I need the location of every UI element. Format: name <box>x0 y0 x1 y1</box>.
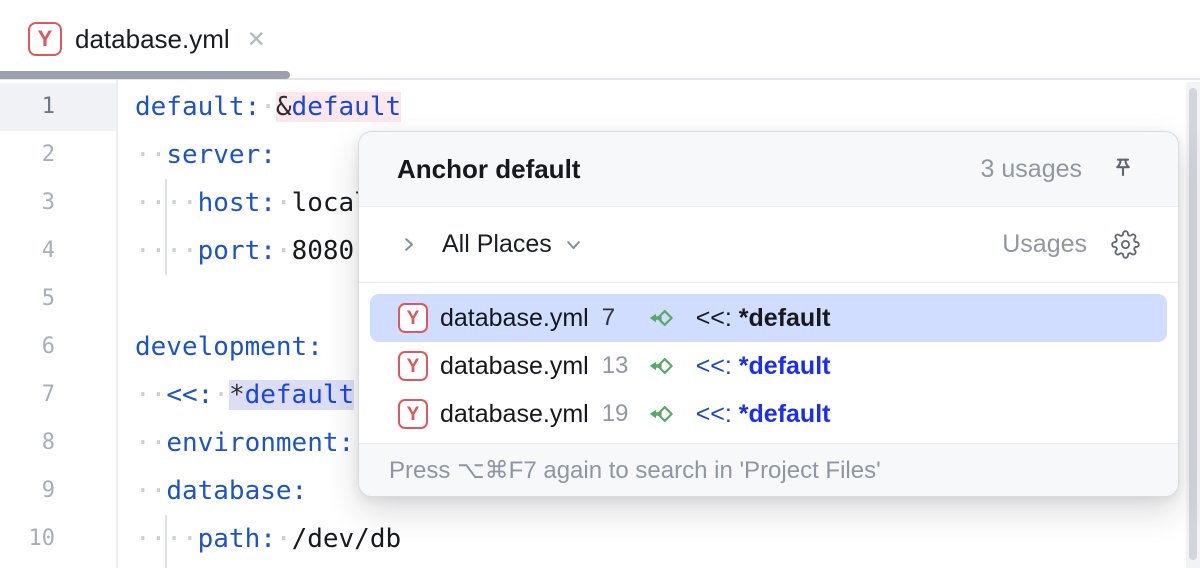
code-token: · <box>275 236 292 266</box>
code-token: ·· <box>135 476 167 506</box>
popup-header: Anchor default 3 usages <box>359 132 1178 207</box>
code-token: host: <box>197 188 276 218</box>
code-token: server: <box>166 140 276 170</box>
code-line: default:·&default <box>135 83 1200 131</box>
code-token: port: <box>197 236 276 266</box>
usage-code-prefix: <<: <box>695 303 739 332</box>
yaml-file-icon: Y <box>398 351 428 381</box>
code-token: & <box>275 92 292 122</box>
usage-arrow-diamond-icon <box>646 303 676 333</box>
code-token: <<: <box>166 380 214 410</box>
usage-file-name: database.yml <box>440 303 589 332</box>
usage-file-name: database.yml <box>440 351 589 380</box>
yaml-file-icon: Y <box>398 399 428 429</box>
usage-code-emphasis: *default <box>738 399 831 428</box>
yaml-file-icon: Y <box>398 303 428 333</box>
line-number: 6 <box>41 334 55 359</box>
chevron-down-icon[interactable] <box>564 235 583 254</box>
code-token: 8080 <box>291 236 355 266</box>
code-token: · <box>213 380 229 410</box>
code-line: ··<<:·*default <box>135 371 1200 419</box>
settings-gear-icon[interactable] <box>1111 230 1140 259</box>
code-token: ·· <box>135 140 167 170</box>
code-token: default <box>291 92 402 122</box>
editor-tab-bar: Y database.yml ✕ <box>0 0 1200 80</box>
indent-guide <box>165 515 167 568</box>
code-token: database: <box>166 476 308 506</box>
line-number: 8 <box>41 430 55 455</box>
code-area[interactable]: default:·&default··server:····host:·loca… <box>135 83 1200 563</box>
usage-file-name: database.yml <box>440 399 589 428</box>
code-token: * <box>228 380 245 410</box>
code-token: · <box>275 188 292 218</box>
code-token: default: <box>135 92 261 122</box>
line-number: 4 <box>41 238 55 263</box>
popup-title: Anchor default <box>397 153 581 184</box>
yaml-file-icon: Y <box>28 22 62 56</box>
line-number: 2 <box>41 142 55 167</box>
usage-code-preview: <<: *default <box>696 352 831 381</box>
code-token: · <box>275 524 292 554</box>
code-token: ·· <box>135 428 167 458</box>
usage-code-preview: <<: *default <box>696 400 831 429</box>
code-line: ··server: <box>135 131 1200 179</box>
tab-database-yml[interactable]: Y database.yml ✕ <box>0 0 266 78</box>
popup-footer-hint: Press ⌥⌘F7 again to search in 'Project F… <box>359 443 1178 496</box>
active-line-gutter-highlight <box>0 83 116 131</box>
editor-scrollbar[interactable] <box>1186 82 1200 568</box>
usage-code-emphasis: *default <box>738 303 831 332</box>
code-token: /dev/db <box>291 524 402 554</box>
code-token: development: <box>135 332 323 362</box>
editor-gutter: 1 2 3 4 5 6 7 8 9 10 <box>0 80 118 568</box>
pin-icon[interactable] <box>1108 154 1138 184</box>
usage-line-number: 13 <box>601 352 629 379</box>
code-token: default <box>244 380 355 410</box>
usage-count-badge: 3 usages <box>980 154 1082 183</box>
find-usages-popup: Anchor default 3 usages All Places Usage… <box>358 131 1179 497</box>
usage-code-prefix: <<: <box>695 399 739 428</box>
tab-title: database.yml <box>75 23 230 54</box>
usage-arrow-diamond-icon <box>646 399 676 429</box>
close-icon[interactable]: ✕ <box>246 25 266 52</box>
usage-code-preview: <<: *default <box>696 304 831 333</box>
scrollbar-thumb[interactable] <box>1189 88 1197 560</box>
usage-code-emphasis: *default <box>738 351 831 380</box>
chevron-right-icon[interactable] <box>399 235 418 254</box>
line-number-column: 1 2 3 4 5 6 7 8 9 10 <box>0 83 56 563</box>
active-tab-indicator <box>0 71 290 79</box>
line-number: 3 <box>41 190 55 215</box>
usage-code-prefix: <<: <box>695 351 739 380</box>
usages-group-label: Usages <box>1002 230 1087 258</box>
code-line: development: <box>135 323 1200 371</box>
line-number: 9 <box>41 478 55 503</box>
code-token: ·· <box>135 380 167 410</box>
scope-selector[interactable]: All Places <box>442 230 552 258</box>
line-number: 5 <box>41 286 55 311</box>
scope-toolbar: All Places Usages <box>359 207 1178 283</box>
line-number: 10 <box>28 526 56 551</box>
usage-line-number: 19 <box>601 400 629 427</box>
code-line: ····path:·/dev/db <box>135 515 1200 563</box>
code-token: · <box>260 92 276 122</box>
code-line: ··database: <box>135 467 1200 515</box>
indent-guide <box>165 179 167 275</box>
code-line: ··environment: <box>135 419 1200 467</box>
line-number: 1 <box>41 94 55 119</box>
usage-arrow-diamond-icon <box>646 351 676 381</box>
code-token: path: <box>197 524 276 554</box>
code-token: environment: <box>166 428 355 458</box>
usage-line-number: 7 <box>601 304 616 331</box>
line-number: 7 <box>41 382 55 407</box>
